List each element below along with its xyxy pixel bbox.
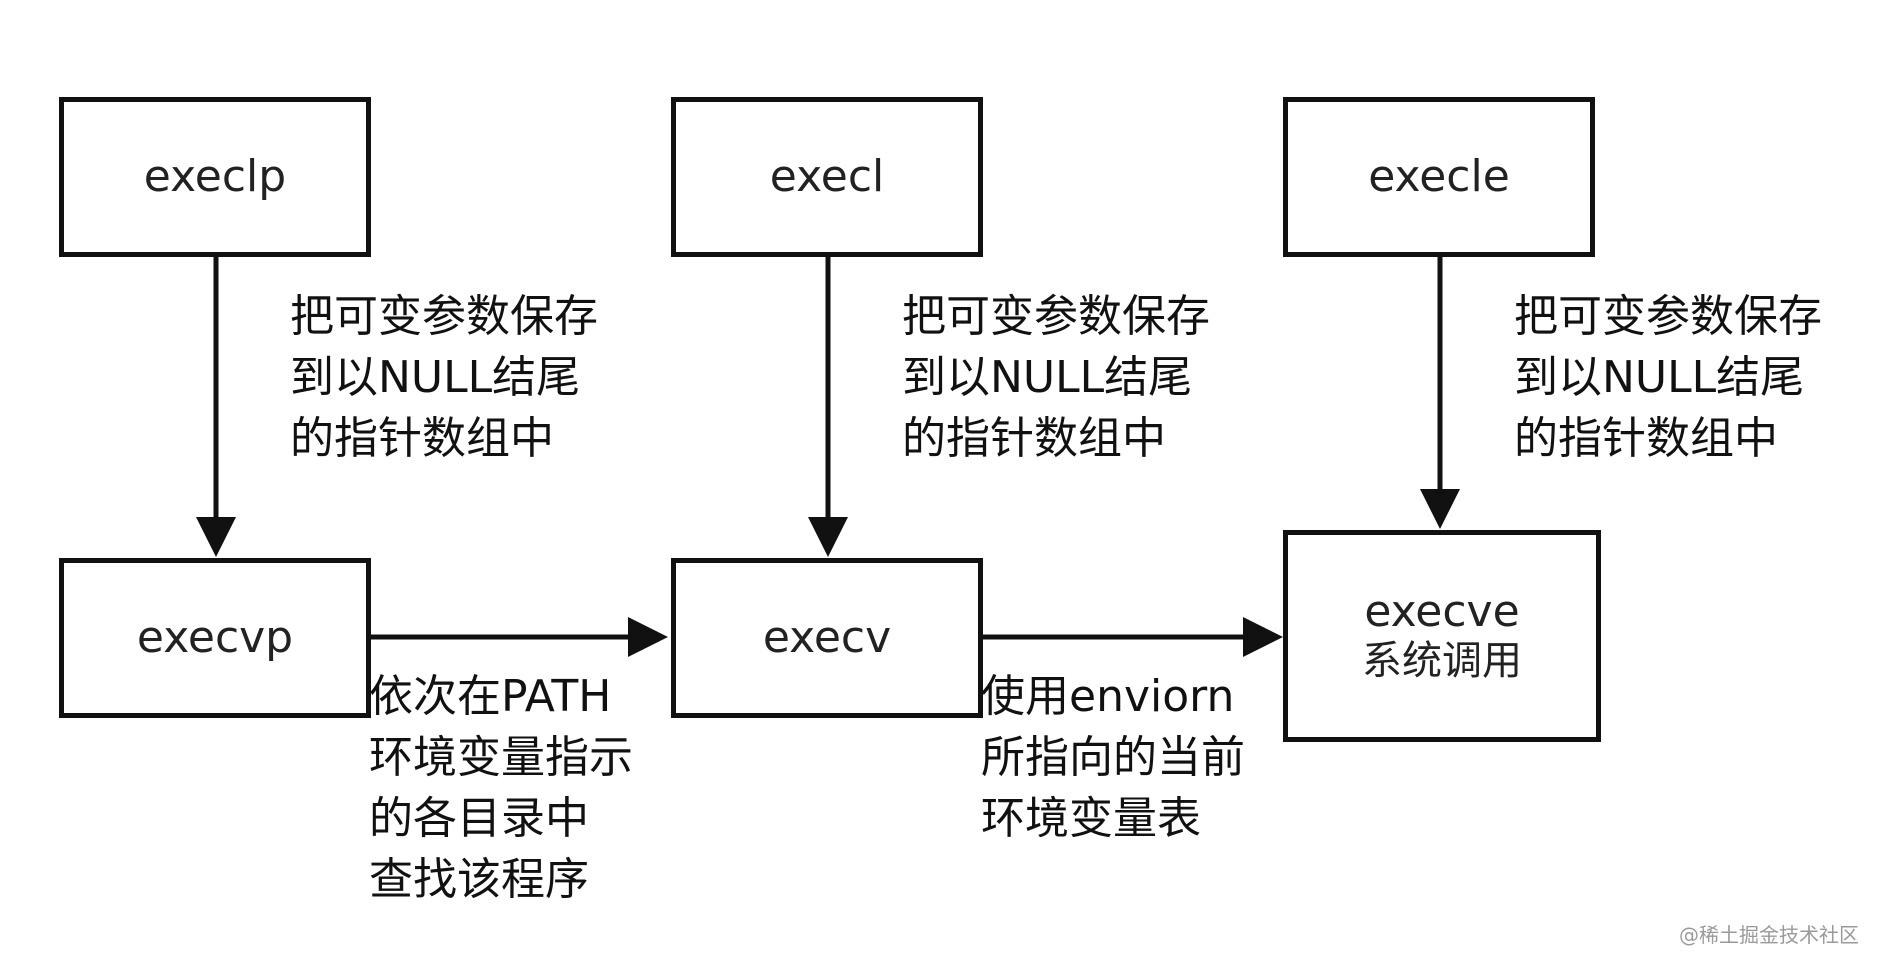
node-execle-label: execle xyxy=(1368,150,1510,202)
note-line: 环境变量指示 xyxy=(369,732,633,783)
node-execve-sublabel: 系统调用 xyxy=(1362,638,1522,685)
node-execle: execle xyxy=(1283,97,1595,257)
note-line: 把可变参数保存 xyxy=(1514,291,1822,342)
note-line: 的指针数组中 xyxy=(902,413,1166,464)
note-line: 把可变参数保存 xyxy=(902,291,1210,342)
node-execlp-label: execlp xyxy=(143,150,287,202)
note-line: 使用enviorn xyxy=(981,671,1235,722)
note-line: 到以NULL结尾 xyxy=(290,352,581,403)
note-line: 环境变量表 xyxy=(981,793,1201,844)
note-execle-to-execve: 把可变参数保存 到以NULL结尾 的指针数组中 xyxy=(1514,286,1822,469)
node-execvp-label: execvp xyxy=(136,611,294,663)
note-line: 到以NULL结尾 xyxy=(1514,352,1805,403)
note-line: 的指针数组中 xyxy=(290,413,554,464)
note-line: 的各目录中 xyxy=(369,793,589,844)
node-execlp: execlp xyxy=(59,97,371,257)
note-execlp-to-execvp: 把可变参数保存 到以NULL结尾 的指针数组中 xyxy=(290,286,598,469)
note-execl-to-execv: 把可变参数保存 到以NULL结尾 的指针数组中 xyxy=(902,286,1210,469)
note-line: 查找该程序 xyxy=(369,854,589,905)
note-line: 把可变参数保存 xyxy=(290,291,598,342)
node-execv-label: execv xyxy=(762,611,892,663)
node-execve-label: execve xyxy=(1364,585,1520,637)
node-execve: execve 系统调用 xyxy=(1283,530,1601,742)
note-execvp-to-execv: 依次在PATH 环境变量指示 的各目录中 查找该程序 xyxy=(369,666,633,910)
note-execv-to-execve: 使用enviorn 所指向的当前 环境变量表 xyxy=(981,666,1245,849)
note-line: 到以NULL结尾 xyxy=(902,352,1193,403)
watermark: @稀土掘金技术社区 xyxy=(1679,923,1859,947)
note-line: 所指向的当前 xyxy=(981,732,1245,783)
node-execvp: execvp xyxy=(59,558,371,718)
note-line: 的指针数组中 xyxy=(1514,413,1778,464)
node-execl-label: execl xyxy=(769,150,885,202)
node-execl: execl xyxy=(671,97,983,257)
node-execv: execv xyxy=(671,558,983,718)
note-line: 依次在PATH xyxy=(369,671,612,722)
